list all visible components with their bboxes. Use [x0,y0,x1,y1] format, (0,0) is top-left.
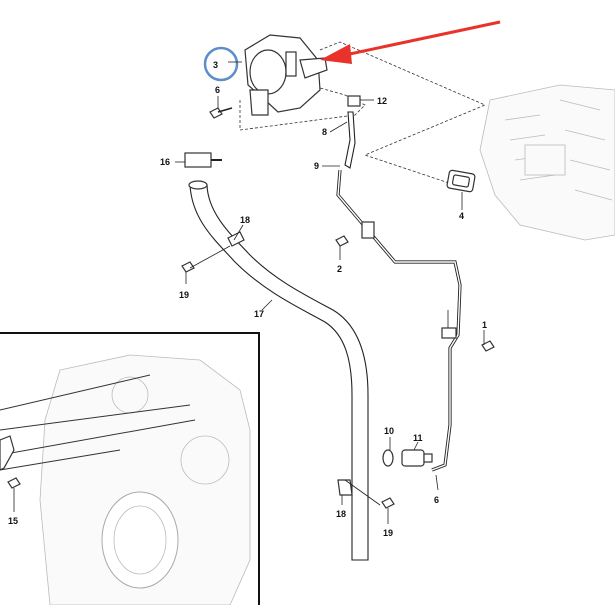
callout-9: 9 [314,161,319,171]
callout-10: 10 [384,426,394,436]
callout-17: 17 [254,309,264,319]
callout-2: 2 [337,264,342,274]
callout-19-left: 19 [179,290,189,300]
washer-part-10 [382,449,394,467]
hose-part-8 [344,111,356,169]
callout-15: 15 [8,516,18,526]
callout-8: 8 [322,127,327,137]
fitting-part-12 [347,95,361,107]
dashed-reference-lines [239,41,487,186]
connector-part-16 [184,152,222,168]
callout-12: 12 [377,96,387,106]
fitting-part-11 [401,449,433,467]
callout-11: 11 [413,433,423,443]
callout-18-upper: 18 [240,215,250,225]
callout-6-lower: 6 [434,495,439,505]
callout-labels: 3 6 12 8 9 16 18 19 17 2 4 1 10 11 6 18 … [8,60,487,538]
thin-coolant-tube [336,169,462,472]
callout-16: 16 [160,157,170,167]
callout-1: 1 [482,320,487,330]
red-arrow-icon [320,20,501,64]
callout-6-upper: 6 [215,85,220,95]
bolts [7,107,495,509]
coolant-pump-part-3 [244,34,328,116]
callout-4: 4 [459,211,464,221]
callout-18-lower: 18 [336,509,346,519]
callout-19-right: 19 [383,528,393,538]
gasket-part-4 [446,169,476,193]
clamp-part-18-upper [227,231,245,247]
clamp-part-18-lower [337,479,381,506]
leader-lines [13,61,485,524]
engine-block-illustration [479,84,615,241]
inset-detail-frame [0,332,260,605]
callout-3: 3 [213,60,218,70]
pipe-part-17 [188,180,369,561]
timing-cover-illustration [0,354,251,605]
highlight-circle-icon [203,46,239,82]
